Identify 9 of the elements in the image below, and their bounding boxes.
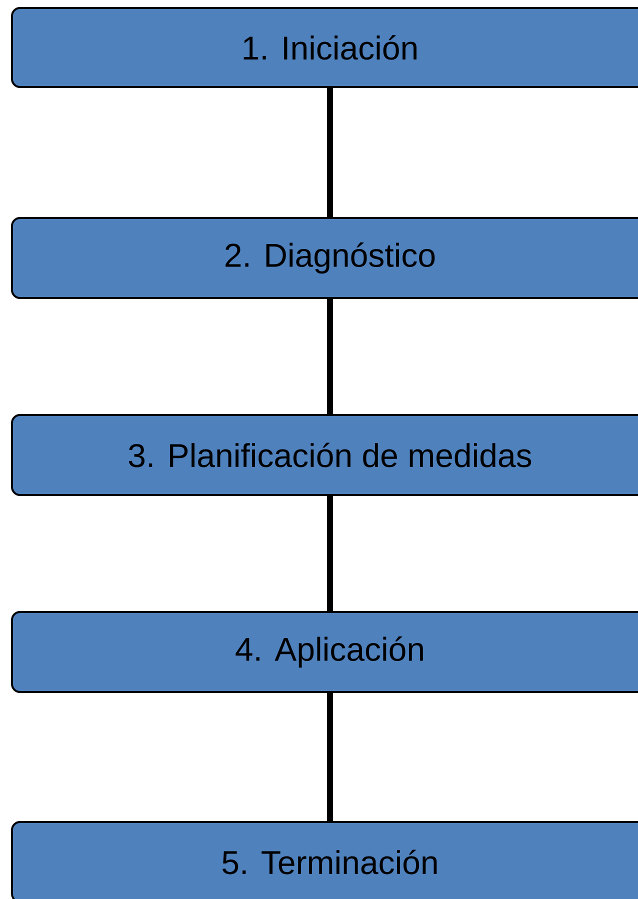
step-box: 1. Iniciación [11, 7, 638, 88]
step-box: 3. Planificación de medidas [11, 414, 638, 496]
step-box: 2. Diagnóstico [11, 217, 638, 299]
connector-line [327, 88, 333, 217]
step-box: 5. Terminación [11, 821, 638, 899]
connector-line [327, 496, 333, 611]
connector-line [327, 299, 333, 414]
connector-line [327, 693, 333, 821]
step-box: 4. Aplicación [11, 611, 638, 693]
